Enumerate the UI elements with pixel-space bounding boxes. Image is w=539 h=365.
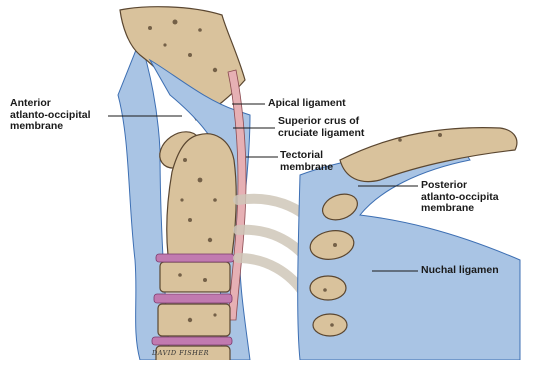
artist-signature: DAVID FISHER [152,349,209,357]
label-apical-ligament: Apical ligament [268,98,346,110]
intervertebral-disc-1 [156,254,234,262]
occipital-posterior-bone [340,128,517,182]
vertebral-body-c4 [158,304,230,336]
intervertebral-disc-3 [152,337,232,345]
label-tectorial-membrane: Tectorial membrane [280,150,333,173]
label-posterior-atlanto-occipital-membrane: Posterior atlanto-occipita membrane [421,180,499,215]
spinous-process-c3 [310,276,346,300]
vertebral-body-c3 [160,262,230,292]
intervertebral-disc-2 [154,294,232,303]
label-nuchal-ligament: Nuchal ligamen [421,265,499,277]
label-anterior-atlanto-occipital-membrane: Anterior atlanto-occipital membrane [10,98,91,133]
label-superior-crus-of-cruciate-ligament: Superior crus of cruciate ligament [278,116,364,139]
spinous-process-c4 [313,314,347,336]
